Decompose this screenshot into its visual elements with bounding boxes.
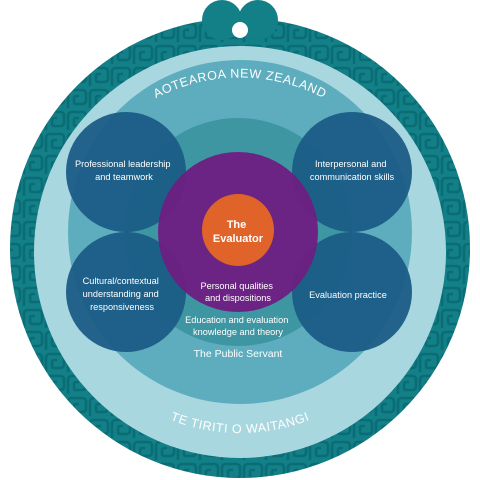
education-label: Education and evaluation knowledge and t… xyxy=(185,315,291,337)
competency-circle-bottom-left xyxy=(66,232,186,352)
public-servant-label: The Public Servant xyxy=(194,348,283,360)
competency-circle-bottom-right xyxy=(292,232,412,352)
personal-qualities-label: Personal qualities and dispositions xyxy=(200,281,275,303)
label-bottom-right: Evaluation practice xyxy=(309,290,387,300)
competency-circle-top-left xyxy=(66,112,186,232)
evaluator-core xyxy=(202,194,274,266)
label-bottom-left: Cultural/contextual understanding and re… xyxy=(83,276,162,312)
label-top-right: Interpersonal and communication skills xyxy=(310,159,395,182)
evaluator-label: The Evaluator xyxy=(213,219,264,245)
label-top-left: Professional leadership and teamwork xyxy=(75,159,173,182)
competency-circle-top-right xyxy=(292,112,412,232)
